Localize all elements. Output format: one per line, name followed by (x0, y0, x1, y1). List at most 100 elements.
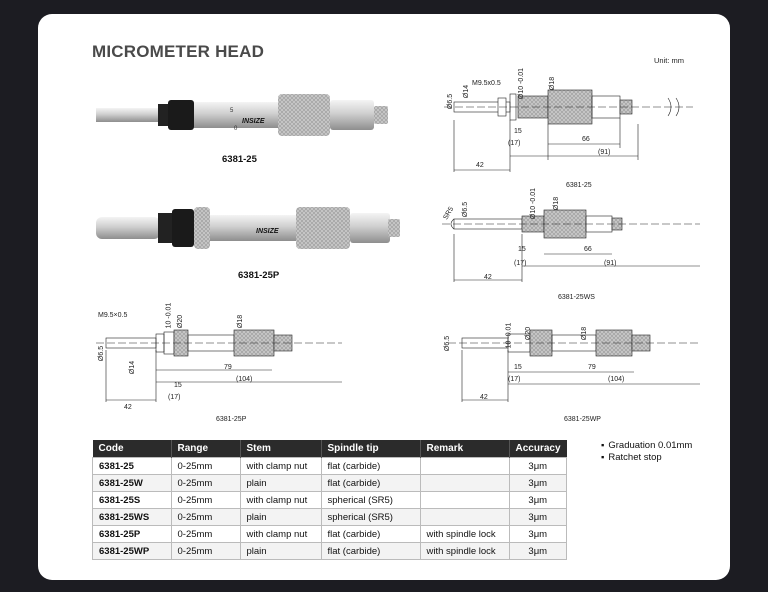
col-header-spindle-tip: Spindle tip (321, 440, 421, 458)
dim-label: 10 -0.01 (165, 302, 173, 329)
table-cell: 0-25mm (170, 491, 241, 509)
drawing-6381-25P (96, 329, 342, 402)
dim-label: 42 (124, 404, 132, 411)
product-card: MICROMETER HEAD Unit: mm INSIZE 5 0 6381… (38, 14, 730, 580)
drawing-label-6381-25: 6381-25 (566, 182, 592, 189)
table-cell: flat (carbide) (320, 525, 421, 543)
feature-list: Graduation 0.01mm Ratchet stop (601, 440, 692, 464)
dim-label: Ø14 (463, 84, 471, 99)
dim-label: 10 -0.01 (505, 322, 513, 349)
table-cell: flat (carbide) (320, 474, 421, 492)
table-cell (419, 457, 510, 475)
table-cell: 3μm (508, 474, 568, 492)
table-cell: plain (239, 508, 322, 526)
drawing-6381-25WP (448, 329, 700, 402)
dim-label: Ø14 (129, 360, 137, 375)
table-cell: 3μm (508, 457, 568, 475)
dim-label: 66 (584, 246, 592, 253)
table-cell (419, 508, 510, 526)
table-cell: 6381-25S (92, 491, 172, 509)
table-header-row: Code Range Stem Spindle tip Remark Accur… (92, 440, 567, 458)
svg-text:5: 5 (230, 108, 234, 114)
dim-label: (17) (168, 394, 181, 401)
dim-label: Ø20 (177, 314, 185, 329)
dim-label: M9.5×0.5 (98, 312, 128, 319)
dim-label: Ø6.5 (98, 345, 106, 362)
dim-label: 42 (476, 162, 484, 169)
col-header-range: Range (171, 440, 241, 458)
table-cell: 3μm (508, 508, 568, 526)
dim-label: 15 (514, 128, 522, 135)
feature-item: Graduation 0.01mm (601, 440, 692, 452)
table-cell: 6381-25P (92, 525, 172, 543)
dim-label: Ø20 (525, 326, 533, 341)
drawing-6381-25WS (442, 209, 700, 282)
unit-note: Unit: mm (654, 56, 684, 65)
table-cell: flat (carbide) (320, 542, 421, 560)
dim-label: Ø6.5 (462, 201, 470, 218)
svg-text:INSIZE: INSIZE (256, 228, 279, 235)
photo-label-6381-25: 6381-25 (222, 154, 257, 165)
table-cell: 6381-25WP (92, 542, 172, 560)
dim-label: (17) (508, 140, 521, 147)
drawing-label-6381-25WP: 6381-25WP (564, 416, 601, 423)
dim-label: Ø18 (553, 196, 561, 211)
col-header-accuracy: Accuracy (509, 440, 567, 458)
dim-label: 79 (224, 364, 232, 371)
table-cell: spherical (SR5) (320, 508, 421, 526)
feature-item: Ratchet stop (601, 452, 692, 464)
table-cell: 0-25mm (170, 508, 241, 526)
drawing-6381-25 (444, 89, 693, 172)
svg-text:0: 0 (234, 126, 238, 132)
dim-label: 79 (588, 364, 596, 371)
table-cell: plain (239, 474, 322, 492)
table-cell: 6381-25WS (92, 508, 172, 526)
drawing-label-6381-25P: 6381-25P (216, 416, 247, 423)
col-header-code: Code (92, 440, 172, 458)
table-cell: with clamp nut (239, 491, 322, 509)
product-photo-6381-25: INSIZE 5 0 (96, 94, 388, 136)
table-cell: 3μm (508, 542, 568, 560)
table-cell: spherical (SR5) (320, 491, 421, 509)
dim-label: 15 (514, 364, 522, 371)
drawing-label-6381-25WS: 6381-25WS (558, 294, 595, 301)
dim-label: 15 (518, 246, 526, 253)
table-cell: 6381-25W (92, 474, 172, 492)
table-cell (419, 491, 510, 509)
table-cell: 0-25mm (170, 525, 241, 543)
svg-text:INSIZE: INSIZE (242, 118, 265, 125)
dim-label: 42 (480, 394, 488, 401)
dim-label: Ø18 (581, 326, 589, 341)
dim-label: Ø18 (237, 314, 245, 329)
dim-label: (104) (608, 376, 625, 383)
table-cell: with spindle lock (419, 525, 510, 543)
table-cell (419, 474, 510, 492)
spec-table: Code Range Stem Spindle tip Remark Accur… (92, 440, 568, 560)
dim-label: (104) (236, 376, 253, 383)
table-cell: 3μm (508, 525, 568, 543)
table-cell: plain (239, 542, 322, 560)
table-cell: 6381-25 (92, 457, 172, 475)
table-cell: 0-25mm (170, 542, 241, 560)
dim-label: Ø10 -0.01 (518, 67, 526, 100)
col-header-remark: Remark (420, 440, 510, 458)
dim-label: Ø10 -0.01 (530, 187, 538, 220)
dim-label: (91) (604, 260, 617, 267)
table-cell: flat (carbide) (320, 457, 421, 475)
table-cell: with clamp nut (239, 457, 322, 475)
dim-label: M9.5x0.5 (472, 80, 501, 87)
dim-label: (91) (598, 149, 611, 156)
table-cell: 0-25mm (170, 457, 241, 475)
photo-label-6381-25P: 6381-25P (238, 270, 280, 281)
dim-label: 66 (582, 136, 590, 143)
page-title: MICROMETER HEAD (92, 42, 265, 61)
table-cell: with spindle lock (419, 542, 510, 560)
dim-label: (17) (508, 376, 521, 383)
table-cell: 0-25mm (170, 474, 241, 492)
